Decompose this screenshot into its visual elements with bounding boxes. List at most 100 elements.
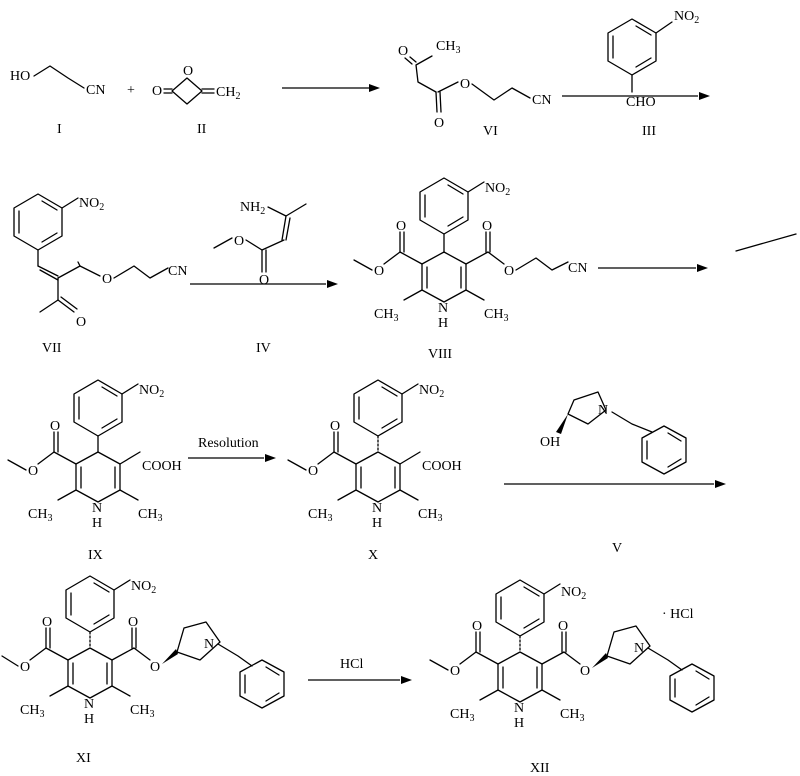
condition-hcl: HCl bbox=[340, 657, 363, 672]
atom-o: O bbox=[504, 264, 514, 279]
atom-o: O bbox=[150, 660, 160, 675]
atom-n: N bbox=[438, 301, 448, 316]
atom-no2: NO2 bbox=[79, 196, 104, 213]
atom-ch3: CH3 bbox=[374, 307, 398, 324]
atom-no2: NO2 bbox=[674, 9, 699, 26]
compound-VII: NO2 O O CN VII bbox=[13, 193, 187, 356]
label-IX: IX bbox=[88, 548, 103, 563]
label-III: III bbox=[642, 124, 656, 139]
atom-cn: CN bbox=[568, 261, 587, 276]
atom-o: O bbox=[234, 234, 244, 249]
atom-ch3: CH3 bbox=[28, 507, 52, 524]
atom-o: O bbox=[259, 273, 269, 288]
condition-resolution: Resolution bbox=[198, 436, 259, 451]
label-VIII: VIII bbox=[428, 347, 452, 362]
atom-o: O bbox=[472, 619, 482, 634]
arrow-6 bbox=[504, 480, 726, 488]
atom-ch3: CH3 bbox=[484, 307, 508, 324]
compound-IV: NH2 O O IV bbox=[213, 200, 307, 356]
atom-no2: NO2 bbox=[139, 383, 164, 400]
atom-no2: NO2 bbox=[485, 181, 510, 198]
atom-o: O bbox=[396, 219, 406, 234]
atom-o: O bbox=[580, 664, 590, 679]
atom-cooh: COOH bbox=[142, 459, 182, 474]
atom-o: O bbox=[460, 77, 470, 92]
compound-XII: NO2 N H CH3 CH3 O O O O N · HCl XII bbox=[429, 579, 715, 776]
label-VII: VII bbox=[42, 341, 62, 356]
atom-o: O bbox=[50, 419, 60, 434]
atom-o: O bbox=[434, 116, 444, 131]
label-V: V bbox=[612, 541, 622, 556]
compound-VIII: NO2 N H CH3 CH3 O O O O CN VIII bbox=[353, 177, 587, 362]
atom-o: O bbox=[558, 619, 568, 634]
label-I: I bbox=[57, 122, 62, 137]
atom-ch3: CH3 bbox=[560, 707, 584, 724]
atom-o: O bbox=[152, 84, 162, 99]
atom-o: O bbox=[374, 264, 384, 279]
atom-ch2: CH2 bbox=[216, 85, 240, 102]
atom-h: H bbox=[372, 516, 382, 531]
atom-n: N bbox=[372, 501, 382, 516]
atom-h: H bbox=[514, 716, 524, 731]
label-VI: VI bbox=[483, 124, 498, 139]
atom-cho: CHO bbox=[626, 95, 656, 110]
atom-n: N bbox=[204, 637, 214, 652]
atom-ho: HO bbox=[10, 69, 30, 84]
compound-II: O O CH2 II bbox=[152, 64, 240, 137]
atom-no2: NO2 bbox=[131, 579, 156, 596]
atom-h: H bbox=[438, 316, 448, 331]
compound-V: N OH V bbox=[540, 391, 687, 556]
atom-oh: OH bbox=[540, 435, 560, 450]
atom-ch3: CH3 bbox=[418, 507, 442, 524]
atom-ch3: CH3 bbox=[20, 703, 44, 720]
atom-cn: CN bbox=[86, 83, 105, 98]
atom-h: H bbox=[84, 712, 94, 727]
atom-no2: NO2 bbox=[419, 383, 444, 400]
compound-VI: O CHCH3 O O CN VI bbox=[398, 39, 551, 139]
atom-o: O bbox=[42, 615, 52, 630]
label-II: II bbox=[197, 122, 207, 137]
atom-n: N bbox=[634, 641, 644, 656]
atom-ch3: CH3 bbox=[450, 707, 474, 724]
atom-cn: CN bbox=[532, 93, 551, 108]
arrow-4 bbox=[598, 264, 708, 272]
atom-n: N bbox=[92, 501, 102, 516]
atom-n: N bbox=[514, 701, 524, 716]
atom-o: O bbox=[482, 219, 492, 234]
arrow-5: Resolution bbox=[188, 436, 276, 462]
atom-ch3: CH3 bbox=[308, 507, 332, 524]
atom-cooh: COOH bbox=[422, 459, 462, 474]
atom-o: O bbox=[183, 64, 193, 79]
label-X: X bbox=[368, 548, 378, 563]
arrow-1 bbox=[282, 84, 380, 92]
plus-sign: + bbox=[127, 83, 135, 98]
atom-ch3: CHCH3 bbox=[436, 39, 460, 56]
arrow-3 bbox=[190, 280, 338, 288]
stray-mark bbox=[735, 233, 797, 252]
compound-X: NO2 N H CH3 CH3 O O COOH X bbox=[287, 379, 462, 563]
atom-o: O bbox=[76, 315, 86, 330]
atom-nh2: NH2 bbox=[240, 200, 265, 217]
label-XII: XII bbox=[530, 761, 550, 776]
atom-n: N bbox=[598, 403, 608, 418]
atom-o: O bbox=[128, 615, 138, 630]
compound-IX: NO2 N H CH3 CH3 O O COOH IX bbox=[7, 379, 182, 563]
label-XI: XI bbox=[76, 751, 91, 766]
salt-hcl: · HCl bbox=[662, 607, 694, 622]
atom-ch3: CH3 bbox=[130, 703, 154, 720]
atom-o: O bbox=[308, 464, 318, 479]
atom-cn: CN bbox=[168, 264, 187, 279]
atom-o: O bbox=[102, 272, 112, 287]
label-IV: IV bbox=[256, 341, 271, 356]
atom-o: O bbox=[398, 44, 408, 59]
atom-no2: NO2 bbox=[561, 585, 586, 602]
atom-o: O bbox=[330, 419, 340, 434]
compound-I: HO CN I bbox=[10, 65, 105, 137]
atom-n: N bbox=[84, 697, 94, 712]
atom-o: O bbox=[20, 660, 30, 675]
arrow-7: HCl bbox=[308, 657, 412, 684]
atom-h: H bbox=[92, 516, 102, 531]
atom-o: O bbox=[28, 464, 38, 479]
arrow-2 bbox=[562, 92, 710, 100]
